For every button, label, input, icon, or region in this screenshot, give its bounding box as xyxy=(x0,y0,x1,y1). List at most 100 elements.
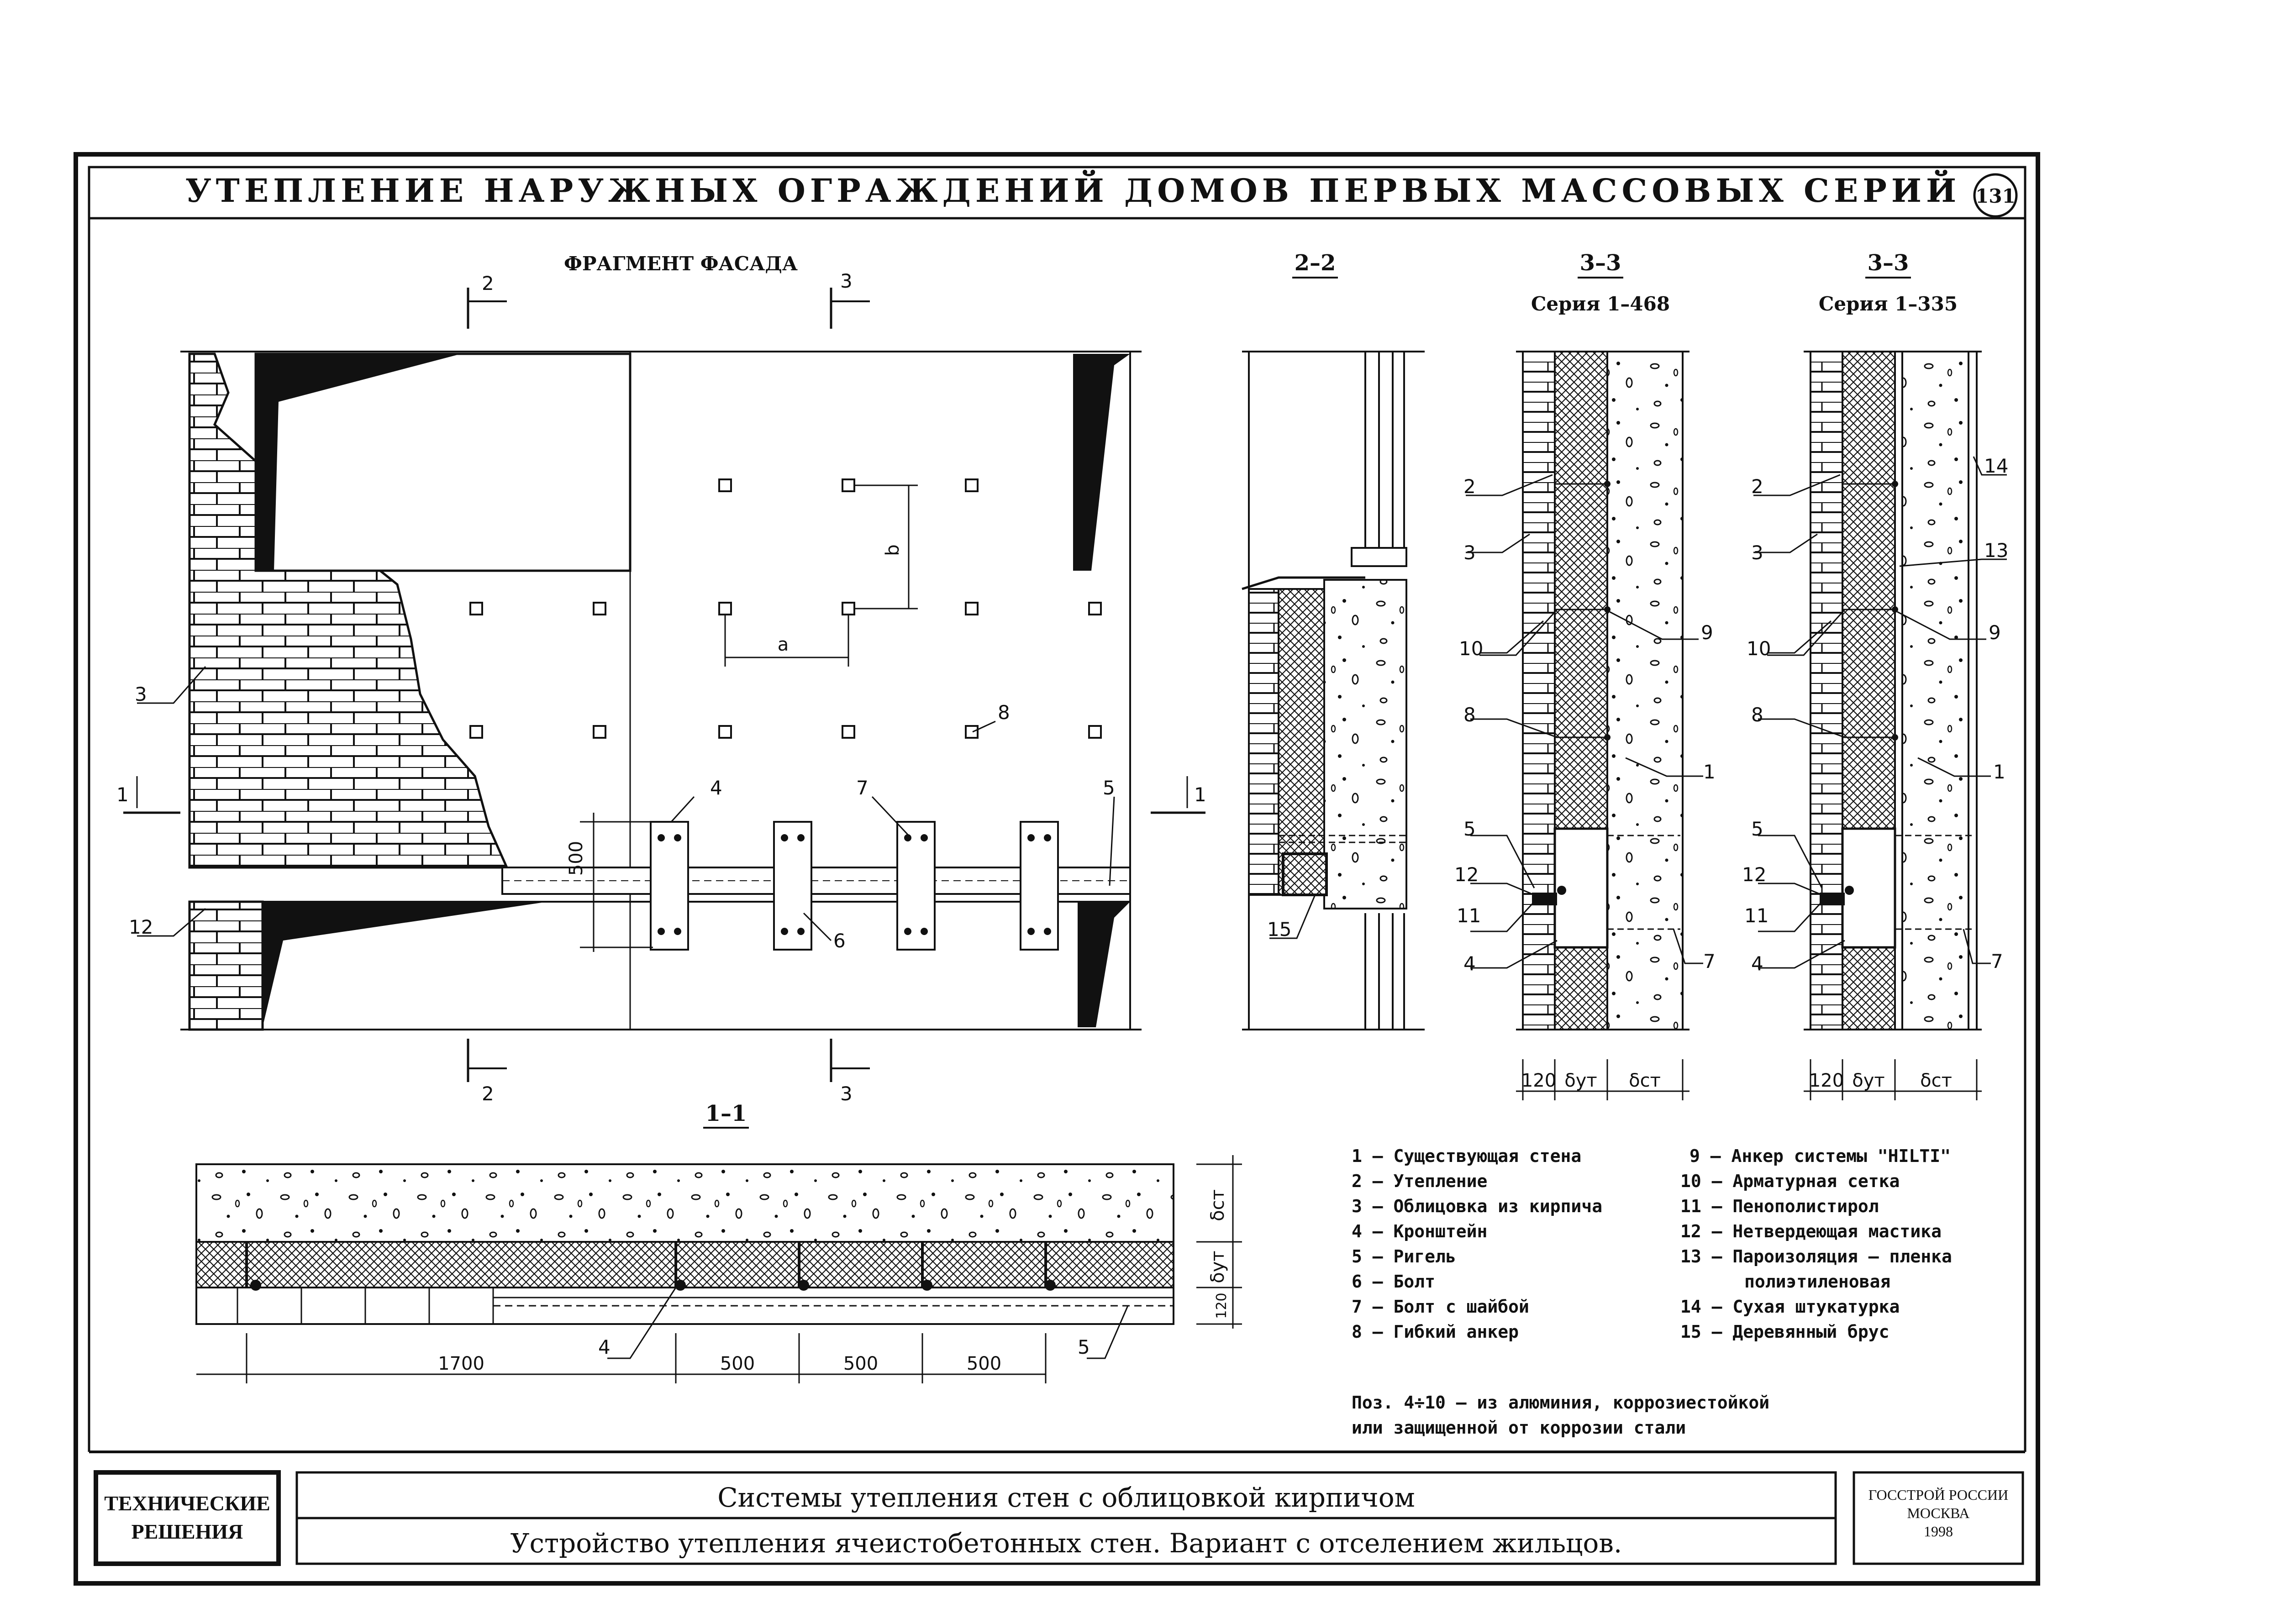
bracket xyxy=(896,821,936,951)
plan-dim-500-b: 500 xyxy=(843,1353,878,1374)
svg-text:2: 2 xyxy=(482,272,494,294)
anchor xyxy=(718,602,732,615)
anchor xyxy=(965,478,979,492)
legend-item-5: 5 – Ригель xyxy=(1352,1246,1456,1267)
page-number: 131 xyxy=(1975,185,2016,207)
window-shadow-lower-left xyxy=(263,902,548,1027)
material-note-line1: Поз. 4÷10 – из алюминия, коррозиестойкой xyxy=(1352,1393,1769,1413)
section-1-1-title: 1–1 xyxy=(705,1101,747,1126)
svg-text:2: 2 xyxy=(482,1083,494,1105)
svg-text:3: 3 xyxy=(840,1083,853,1105)
facade-title: ФРАГМЕНТ ФАСАДА xyxy=(564,252,798,275)
plan-concrete-wall xyxy=(195,1163,1174,1243)
stamp-box xyxy=(94,1470,281,1566)
section-1-1-view: 1–1 4 5 δст δут 1 xyxy=(195,1101,1242,1383)
legend-item-7: 7 – Болт с шайбой xyxy=(1352,1297,1529,1317)
callout-7: 7 xyxy=(1991,950,2003,972)
plan-insulation xyxy=(195,1241,1174,1288)
series-1-335-label: Серия 1–335 xyxy=(1819,293,1958,315)
section-mark-3-bottom: 3 xyxy=(830,1039,870,1105)
concrete-wall-layer xyxy=(1606,351,1684,1030)
thickness-brick: 120 xyxy=(1809,1070,1844,1091)
org-line2: МОСКВА xyxy=(1907,1505,1969,1521)
title-block: ТЕХНИЧЕСКИЕ РЕШЕНИЯ Системы утепления ст… xyxy=(89,1451,2025,1566)
window-shadow-lower-right xyxy=(1078,902,1130,1027)
sheet-title: УТЕПЛЕНИЕ НАРУЖНЫХ ОГРАЖДЕНИЙ ДОМОВ ПЕРВ… xyxy=(185,170,1961,210)
dry-plaster-layer xyxy=(1968,351,1978,1030)
plan-thickness-insulation: δут xyxy=(1207,1251,1228,1283)
callout-11: 11 xyxy=(1457,904,1481,927)
callout-5: 5 xyxy=(1103,777,1115,799)
callout-15: 15 xyxy=(1267,918,1291,941)
window-shadow-upper-left xyxy=(256,354,461,571)
section-mark-2-top: 2 xyxy=(467,272,507,329)
plan-dim-500-c: 500 xyxy=(967,1353,1001,1374)
callout-5: 5 xyxy=(1078,1336,1090,1358)
title-block-line2: Устройство утепления ячеистобетонных сте… xyxy=(511,1528,1622,1559)
legend-item-15: 15 – Деревянный брус xyxy=(1680,1322,1890,1342)
stamp-line2: РЕШЕНИЯ xyxy=(132,1520,243,1543)
brick-layer xyxy=(1810,351,1843,1030)
bracket-spacing-dimension: 500 xyxy=(566,841,587,876)
section-3-3-title-a: 3–3 xyxy=(1580,250,1621,276)
callout-12: 12 xyxy=(129,916,153,938)
title-block-line1: Системы утепления стен с облицовкой кирп… xyxy=(717,1482,1415,1513)
title-line2-box xyxy=(295,1517,1837,1565)
legend-item-2: 2 – Утепление xyxy=(1352,1171,1487,1191)
page-number-circle xyxy=(1973,173,2018,218)
callout-1: 1 xyxy=(1993,761,2005,783)
legend: 1 – Существующая стена 2 – Утепление 3 –… xyxy=(1352,1146,1952,1438)
callout-8: 8 xyxy=(998,701,1010,724)
legend-item-13: 13 – Пароизоляция – пленка xyxy=(1680,1246,1952,1267)
plan-dim-1700: 1700 xyxy=(438,1353,484,1374)
section-3-3-series-1-335: 3–3 Серия 1–335 xyxy=(1742,250,2008,1100)
callout-8: 8 xyxy=(1751,704,1763,726)
flexible-anchor-grid xyxy=(469,478,1102,739)
bracket xyxy=(650,821,689,951)
callout-10: 10 xyxy=(1459,637,1483,660)
anchor xyxy=(965,725,979,739)
bracket-bolts xyxy=(658,834,1051,935)
stamp-line1: ТЕХНИЧЕСКИЕ xyxy=(104,1492,270,1515)
legend-item-4: 4 – Кронштейн xyxy=(1352,1221,1487,1241)
brick-cladding-region xyxy=(188,352,509,869)
anchor xyxy=(718,478,732,492)
brick-cladding-lower xyxy=(188,900,264,1031)
section-3-3-series-1-468: 3–3 Серия 1–468 2 3 xyxy=(1454,250,1716,1100)
anchor xyxy=(469,602,483,615)
brackets-row xyxy=(650,821,1059,951)
series-1-468-label: Серия 1–468 xyxy=(1531,293,1670,315)
section-2-2-brick xyxy=(1248,588,1279,896)
anchor xyxy=(965,602,979,615)
plan-thickness-wall: δст xyxy=(1207,1189,1228,1221)
section-2-2-title: 2–2 xyxy=(1295,250,1336,276)
thickness-wall: δст xyxy=(1629,1070,1661,1091)
grid-spacing-b-label: b xyxy=(882,544,903,556)
plan-dim-500-a: 500 xyxy=(720,1353,755,1374)
thickness-wall: δст xyxy=(1920,1070,1952,1091)
callout-12: 12 xyxy=(1454,863,1479,886)
legend-item-12: 12 – Нетвердеющая мастика xyxy=(1680,1221,1942,1241)
svg-text:3: 3 xyxy=(840,270,853,292)
org-box xyxy=(1853,1471,2024,1565)
callout-13: 13 xyxy=(1984,539,2008,562)
callout-7: 7 xyxy=(856,777,868,799)
section-2-2-view: 2–2 15 xyxy=(1242,250,1425,1030)
wooden-beam xyxy=(1282,852,1328,896)
callout-3: 3 xyxy=(1463,541,1476,564)
callout-5: 5 xyxy=(1463,818,1476,840)
callout-10: 10 xyxy=(1747,637,1771,660)
callout-1: 1 xyxy=(1703,761,1716,783)
section-2-2-concrete xyxy=(1323,579,1407,909)
callout-14: 14 xyxy=(1984,455,2008,477)
callout-4: 4 xyxy=(710,777,722,799)
brick-layer xyxy=(1522,351,1556,1030)
window-sill xyxy=(1351,547,1407,567)
plan-brackets xyxy=(245,1242,1047,1288)
facade-callouts xyxy=(137,666,1115,941)
callout-9: 9 xyxy=(1989,621,2001,644)
legend-item-10: 10 – Арматурная сетка xyxy=(1680,1171,1900,1191)
callout-9: 9 xyxy=(1701,621,1713,644)
grid-spacing-a-label: a xyxy=(778,634,789,655)
section-mark-3-top: 3 xyxy=(830,270,870,329)
